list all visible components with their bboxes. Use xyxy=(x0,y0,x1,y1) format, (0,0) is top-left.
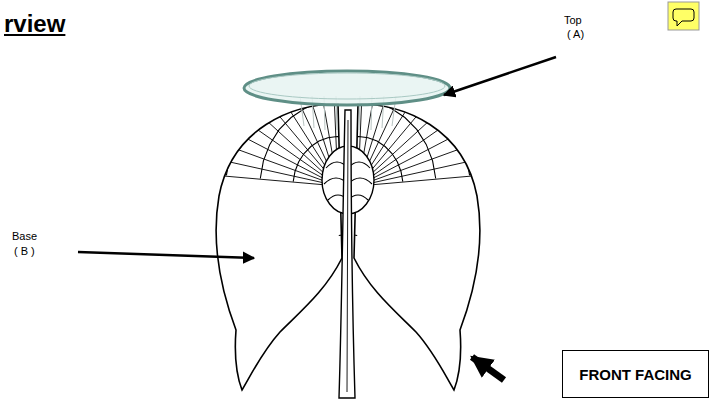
part-letter: ( A) xyxy=(567,28,584,40)
stem-line xyxy=(347,120,348,392)
label-box: FRONT FACING xyxy=(562,350,709,398)
part-name: Top xyxy=(564,14,582,26)
left-wing xyxy=(99,0,578,414)
glass-top xyxy=(244,71,450,130)
part-letter: ( B ) xyxy=(14,245,35,257)
part-name: Base xyxy=(12,230,37,242)
comment-icon xyxy=(668,2,699,30)
center-stem xyxy=(339,110,355,398)
leader-arrow xyxy=(444,57,556,95)
leader-arrow xyxy=(78,252,254,258)
right-wing xyxy=(118,0,597,414)
box-text: FRONT FACING xyxy=(579,366,692,383)
direction-arrow xyxy=(472,357,504,380)
page-heading: rview xyxy=(4,10,65,38)
